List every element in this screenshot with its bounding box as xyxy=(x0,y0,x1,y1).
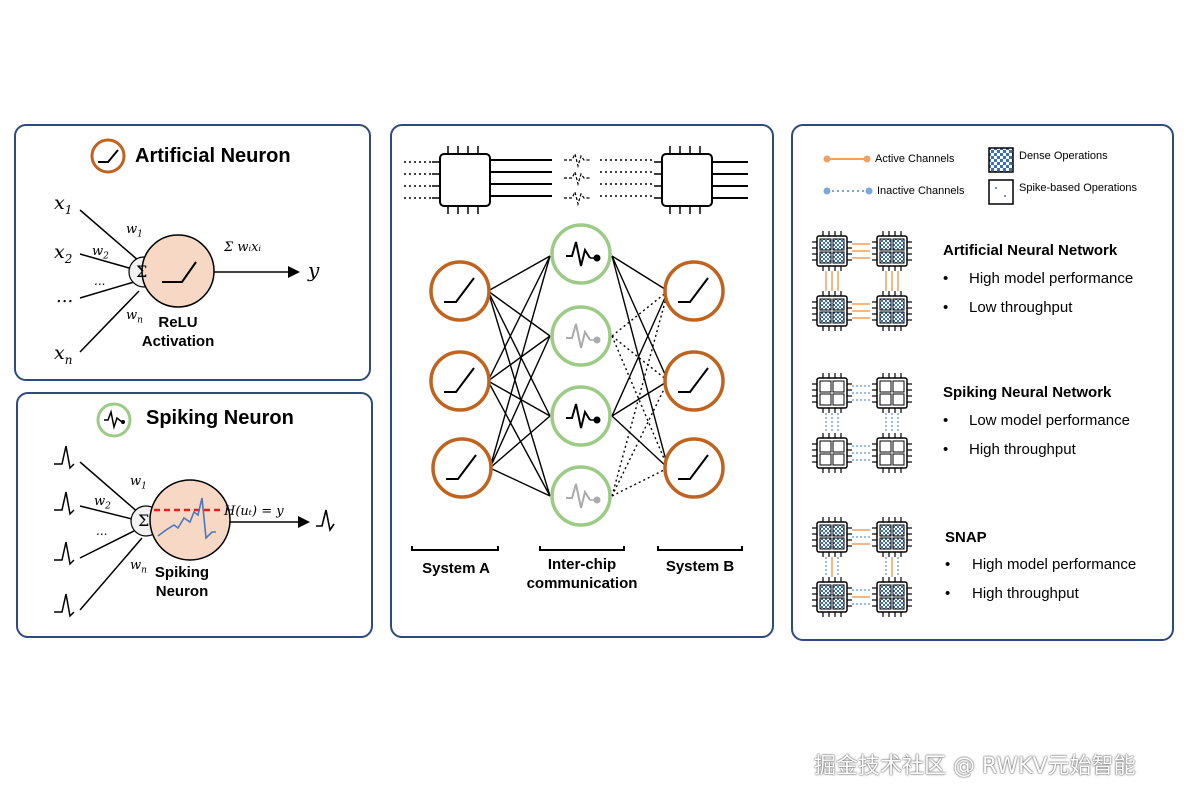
watermark: 掘金技术社区 @ RWKV元始智能 xyxy=(814,754,1136,779)
output-formula: H(uₜ) = y xyxy=(224,504,284,519)
weight-w1: w1 xyxy=(126,222,143,240)
output-y: y xyxy=(308,258,320,282)
spiking-label: Spiking Neuron xyxy=(154,564,210,600)
artificial-neuron-diagram xyxy=(79,138,300,353)
sum-symbol: Σ xyxy=(138,511,150,530)
connections-b-inactive xyxy=(611,290,669,497)
input-x1: x1 xyxy=(54,192,73,217)
snn-bullet-1: •Low model performance xyxy=(943,412,1130,429)
system-b-label: System B xyxy=(665,558,735,575)
bullet-dot: • xyxy=(943,441,949,458)
ann-chip-grid xyxy=(812,231,912,331)
inter-chip-label: Inter-chip communication xyxy=(526,556,638,592)
chip-b-icon xyxy=(600,146,748,214)
input-x2: x2 xyxy=(54,241,73,266)
legend-icons xyxy=(823,147,1014,205)
sum-formula: Σ wᵢxᵢ xyxy=(224,240,262,255)
bullet-dot: • xyxy=(943,270,949,287)
weight-dots: ... xyxy=(94,274,106,288)
bullet-dot: • xyxy=(943,412,949,429)
snap-chip-grid xyxy=(812,517,912,617)
ann-bullet-1: •High model performance xyxy=(943,270,1134,287)
weight-wn: wn xyxy=(126,308,143,326)
spike-operations-icon xyxy=(988,179,1014,205)
chip-grids xyxy=(803,216,943,636)
weight-w1: w1 xyxy=(130,474,147,492)
system-a-neurons xyxy=(429,260,493,499)
snn-chip-grid xyxy=(812,373,912,473)
input-xn: xn xyxy=(54,342,73,367)
connections-a xyxy=(487,255,551,497)
weight-w2: w2 xyxy=(92,244,109,262)
dense-operations-label: Dense Operations xyxy=(1019,150,1108,162)
weight-w2: w2 xyxy=(94,494,111,512)
bracket-system-b xyxy=(657,546,743,551)
active-channels-label: Active Channels xyxy=(875,153,955,165)
spiking-neuron-diagram xyxy=(54,402,335,618)
dense-operations-icon xyxy=(988,147,1014,173)
bracket-inter-chip xyxy=(539,546,625,551)
snap-bullet-2: •High throughput xyxy=(945,585,1079,602)
weight-dots: ... xyxy=(96,524,108,538)
spike-icon xyxy=(96,402,132,438)
spiking-neuron-panel: Spiking Neuron w1 w2 ... wn Σ H(uₜ) = y … xyxy=(16,392,373,638)
chip-a-icon xyxy=(404,146,552,214)
input-dots: ... xyxy=(56,286,74,307)
relu-neuron xyxy=(141,234,215,308)
multi-chip-diagram xyxy=(404,146,748,551)
snn-bullet-2: •High throughput xyxy=(943,441,1076,458)
inactive-channel-icon xyxy=(823,187,873,195)
inactive-channels-label: Inactive Channels xyxy=(877,185,965,197)
snn-title: Spiking Neural Network xyxy=(943,384,1112,401)
output-spike xyxy=(316,509,335,533)
system-b-neurons xyxy=(663,260,725,499)
bullet-dot: • xyxy=(945,585,951,602)
artificial-neuron-title: Artificial Neuron xyxy=(135,145,291,167)
relu-label: ReLU Activation xyxy=(141,314,215,350)
active-channel-icon xyxy=(823,155,871,163)
spike-signals xyxy=(564,152,590,207)
middle-spiking-neurons xyxy=(550,223,612,527)
connections-b-active xyxy=(611,255,669,469)
spiking-neuron-title: Spiking Neuron xyxy=(146,407,294,429)
bracket-system-a xyxy=(411,546,499,551)
ann-title: Artificial Neural Network xyxy=(943,242,1118,259)
sum-symbol: Σ xyxy=(136,262,148,281)
network-panel: System A Inter-chip communication System… xyxy=(390,124,774,638)
bullet-dot: • xyxy=(943,299,949,316)
spike-operations-label: Spike-based Operations xyxy=(1019,182,1138,194)
relu-icon xyxy=(90,138,126,174)
ann-bullet-2: •Low throughput xyxy=(943,299,1073,316)
input-spikes xyxy=(54,445,75,618)
comparison-panel: Active Channels Inactive Channels Dense … xyxy=(791,124,1174,641)
artificial-neuron-panel: Artificial Neuron x1 x2 ... xn w1 w2 ...… xyxy=(14,124,371,381)
weight-wn: wn xyxy=(130,558,147,576)
system-a-label: System A xyxy=(422,560,490,577)
snap-bullet-1: •High model performance xyxy=(945,556,1137,573)
snap-title: SNAP xyxy=(945,529,987,546)
membrane-trace xyxy=(157,497,216,540)
bullet-dot: • xyxy=(945,556,951,573)
